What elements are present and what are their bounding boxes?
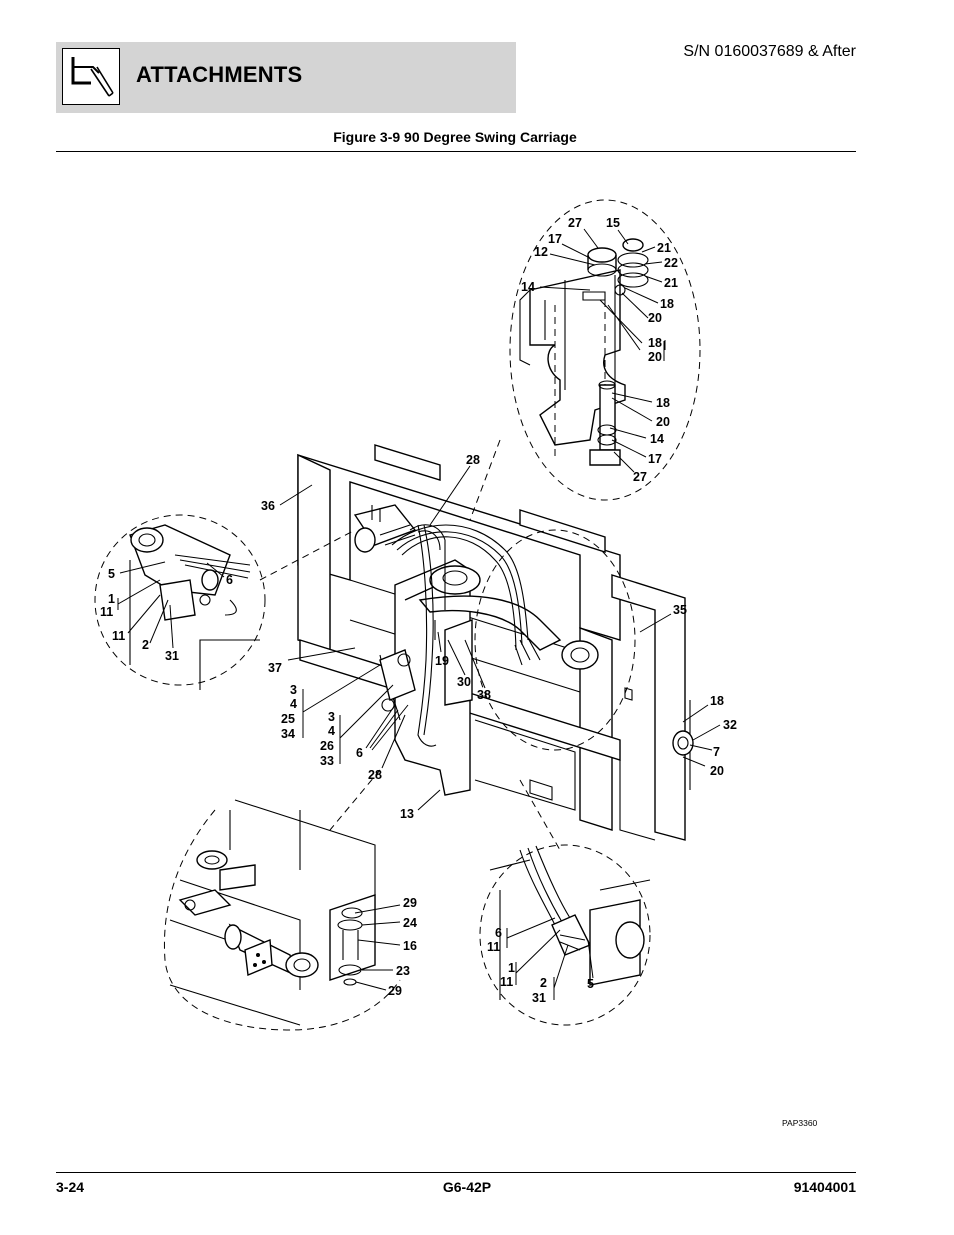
callout-21: 21: [657, 241, 671, 255]
callout-13: 13: [400, 807, 414, 821]
callout-26: 26: [320, 739, 334, 753]
callout-32: 32: [723, 718, 737, 732]
callout-6: 6: [356, 746, 363, 760]
callout-33: 33: [320, 754, 334, 768]
callout-18: 18: [656, 396, 670, 410]
attachment-fork-icon-graphic: [71, 57, 114, 97]
figure-title: Figure 3-9 90 Degree Swing Carriage: [333, 129, 577, 145]
callout-20: 20: [710, 764, 724, 778]
model-name: G6-42P: [442, 1179, 492, 1195]
callout-20: 20: [648, 311, 662, 325]
callout-5: 5: [108, 567, 115, 581]
callout-16: 16: [403, 939, 417, 953]
callout-27: 27: [633, 470, 647, 484]
callout-29: 29: [403, 896, 417, 910]
header-divider: [56, 151, 856, 152]
pivot-pin-detail: [509, 199, 701, 501]
callout-14: 14: [650, 432, 664, 446]
callout-19: 19: [435, 654, 449, 668]
page-number: 3-24: [56, 1179, 85, 1195]
attachment-fork-icon: [62, 48, 120, 105]
hydraulic-hoses: [391, 524, 541, 747]
callout-7: 7: [713, 745, 720, 759]
callout-2: 2: [142, 638, 149, 652]
callout-15: 15: [606, 216, 620, 230]
callout-28: 28: [368, 768, 382, 782]
callout-14: 14: [521, 280, 535, 294]
callout-11: 11: [100, 605, 113, 619]
callout-6: 6: [495, 926, 502, 940]
callout-4: 4: [328, 724, 335, 738]
callout-4: 4: [290, 697, 297, 711]
callout-34: 34: [281, 727, 295, 741]
callout-24: 24: [403, 916, 417, 930]
callout-5: 5: [587, 977, 594, 991]
callout-18: 18: [660, 297, 674, 311]
carriage-frame: [297, 444, 694, 841]
callout-11: 11: [500, 975, 513, 989]
lower-pivot-detail: [163, 799, 401, 1031]
callout-20: 20: [648, 350, 662, 364]
callout-leaders: [117, 228, 721, 1000]
callout-12: 12: [534, 245, 548, 259]
hose-fitting-detail: [479, 844, 651, 1026]
serial-number-range: S/N 0160037689 & After: [683, 43, 856, 60]
callout-23: 23: [396, 964, 410, 978]
callout-29: 29: [388, 984, 402, 998]
callout-17: 17: [648, 452, 662, 466]
callout-1: 1: [108, 592, 115, 606]
callout-3: 3: [290, 683, 297, 697]
callout-6: 6: [226, 573, 233, 587]
callout-22: 22: [664, 256, 678, 270]
callout-18: 18: [710, 694, 724, 708]
callout-11: 11: [112, 629, 125, 643]
callout-38: 38: [477, 688, 491, 702]
callout-31: 31: [532, 991, 546, 1005]
document-number: 91404001: [793, 1179, 856, 1195]
callout-27: 27: [568, 216, 582, 230]
callout-36: 36: [261, 499, 275, 513]
callout-11: 11: [487, 940, 500, 954]
swing-arm: [394, 559, 599, 796]
detail-connector-lines: [259, 439, 636, 851]
footer-divider: [56, 1172, 856, 1173]
callout-2: 2: [540, 976, 547, 990]
callout-21: 21: [664, 276, 678, 290]
cylinder-end-detail: [94, 514, 266, 690]
callout-17: 17: [548, 232, 562, 246]
callout-30: 30: [457, 675, 471, 689]
figure-reference-code: PAP3360: [782, 1118, 818, 1128]
callout-25: 25: [281, 712, 295, 726]
callout-28: 28: [466, 453, 480, 467]
callout-18: 18: [648, 336, 662, 350]
callout-1: 1: [508, 961, 515, 975]
callout-3: 3: [328, 710, 335, 724]
section-header: [56, 42, 516, 113]
callout-20: 20: [656, 415, 670, 429]
section-title: ATTACHMENTS: [136, 62, 303, 87]
callout-35: 35: [673, 603, 687, 617]
callout-37: 37: [268, 661, 282, 675]
callout-31: 31: [165, 649, 179, 663]
swing-cylinder: [353, 504, 417, 721]
callout-labels: 27 15 17 12 21 22 21 14 18 20 18 20 18 2…: [100, 216, 737, 1005]
